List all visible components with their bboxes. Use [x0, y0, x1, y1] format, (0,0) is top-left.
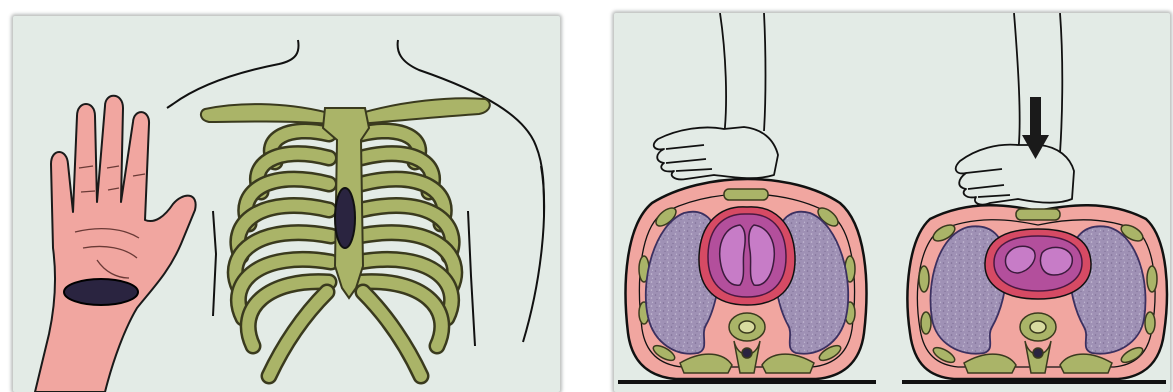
right-clavicle	[359, 98, 490, 124]
hand-outline	[35, 96, 196, 392]
arm	[720, 13, 766, 137]
costal-margin	[363, 292, 421, 376]
rib-segment	[1016, 209, 1060, 220]
left-clavicle	[201, 104, 331, 124]
hand-heel-highlight	[64, 279, 138, 305]
hand-ribcage-illustration	[13, 16, 560, 392]
spinal-cord	[1033, 348, 1043, 358]
left-ribs	[235, 131, 331, 376]
hands-compressing	[956, 13, 1074, 205]
compressing-hand	[956, 145, 1074, 205]
hands-resting	[654, 13, 778, 179]
hand-ribcage-panel	[13, 16, 560, 392]
right-ribs	[359, 131, 455, 376]
rib-segment	[919, 266, 929, 292]
spinal-cord	[742, 348, 752, 358]
chest-cross-section-panel	[614, 13, 1170, 392]
rib-segment	[1145, 312, 1155, 334]
compression-illustration	[614, 13, 1170, 392]
rib-segment	[724, 189, 768, 200]
rib-segment	[921, 312, 931, 334]
sternum-compression-site	[335, 188, 355, 248]
rib-segment	[1147, 266, 1157, 292]
hand	[35, 96, 196, 392]
resting-hand	[654, 127, 778, 179]
spinal-canal	[739, 321, 755, 333]
heart-chamber-compressed	[1041, 247, 1073, 275]
spinal-canal	[1030, 321, 1046, 333]
costal-margin	[269, 292, 327, 376]
chest-section-compressed	[907, 13, 1166, 379]
chest-section-resting	[626, 13, 867, 379]
